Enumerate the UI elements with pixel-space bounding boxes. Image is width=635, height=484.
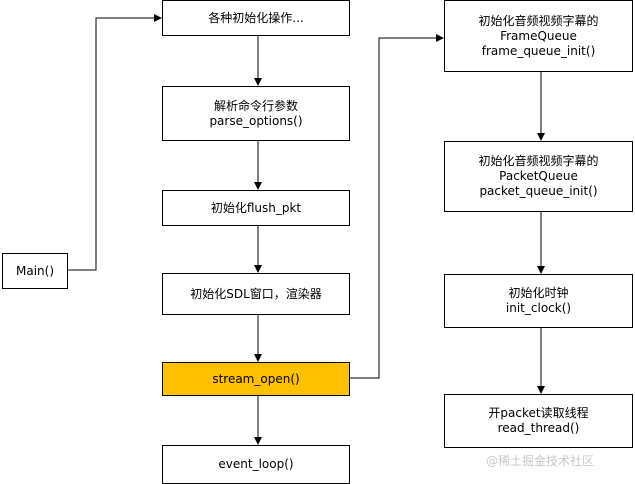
pq-line2: PacketQueue — [499, 169, 578, 183]
fq-line3: frame_queue_init() — [481, 43, 596, 58]
arrow-stream-to-framequeue — [350, 34, 444, 379]
fq-line1: 初始化音频视频字幕的 — [478, 13, 599, 28]
fq-line2: FrameQueue — [500, 28, 577, 43]
arrow-main-to-init — [68, 14, 162, 271]
read-thread-box: 开packet读取线程 read_thread() — [444, 394, 633, 448]
init-ops-box: 各种初始化操作... — [162, 0, 350, 36]
flush-pkt-box: 初始化flush_pkt — [162, 190, 350, 226]
event-loop-box: event_loop() — [162, 445, 350, 484]
stream-open-box: stream_open() — [162, 362, 350, 396]
event-loop-label: event_loop() — [218, 457, 294, 471]
parse-title: 解析命令行参数 — [213, 98, 298, 113]
parse-options-box: 解析命令行参数 parse_options() — [162, 86, 350, 141]
main-box: Main() — [2, 253, 68, 289]
clock-line1: 初始化时钟 — [508, 286, 569, 300]
main-label: Main() — [15, 263, 54, 278]
stream-open-label: stream_open() — [212, 371, 300, 386]
frame-queue-box: 初始化音频视频字幕的 FrameQueue frame_queue_init() — [444, 0, 633, 72]
init-ops-label: 各种初始化操作... — [208, 10, 304, 25]
pq-line3: packet_queue_init() — [479, 184, 598, 198]
sdl-label: 初始化SDL窗口，渲染器 — [190, 286, 322, 301]
sdl-init-box: 初始化SDL窗口，渲染器 — [162, 273, 350, 315]
pq-line1: 初始化音频视频字幕的 — [478, 154, 599, 168]
read-line1: 开packet读取线程 — [488, 406, 589, 420]
read-line2: read_thread() — [497, 421, 580, 435]
init-clock-box: 初始化时钟 init_clock() — [444, 274, 633, 328]
flush-label: 初始化flush_pkt — [210, 200, 302, 215]
packet-queue-box: 初始化音频视频字幕的 PacketQueue packet_queue_init… — [444, 141, 633, 212]
parse-code: parse_options() — [209, 113, 303, 128]
watermark-text: @稀土掘金技术社区 — [486, 454, 595, 468]
clock-line2: init_clock() — [505, 301, 572, 315]
